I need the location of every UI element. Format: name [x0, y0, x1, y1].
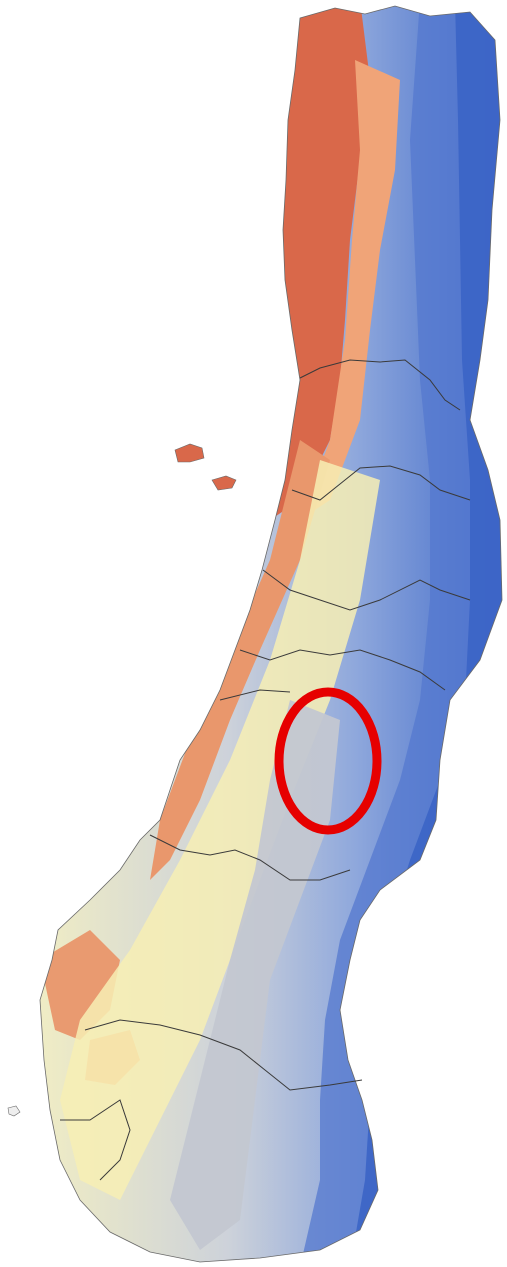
region-boundary-7 — [84, 1019, 363, 1091]
highlight-ring — [274, 687, 382, 835]
island-3 — [7, 1105, 21, 1117]
region-boundary-3 — [262, 569, 471, 611]
region-boundary-1 — [299, 359, 461, 411]
region-boundary-8 — [60, 1099, 131, 1181]
terrain-coastal-north-light — [300, 60, 400, 520]
region-boundaries — [60, 359, 471, 1181]
terrain-central-valley — [170, 700, 340, 1250]
region-boundary-5 — [219, 689, 291, 701]
region-boundary-4 — [239, 649, 446, 691]
islands — [7, 443, 237, 1117]
terrain-coastal-mid — [150, 440, 330, 880]
island-2 — [211, 475, 237, 491]
terrain-lowland-band — [60, 460, 380, 1200]
island-1 — [174, 443, 205, 463]
terrain-andes-high — [300, 6, 502, 1262]
region-boundary-2 — [291, 465, 471, 501]
region-boundary-6 — [149, 834, 351, 881]
